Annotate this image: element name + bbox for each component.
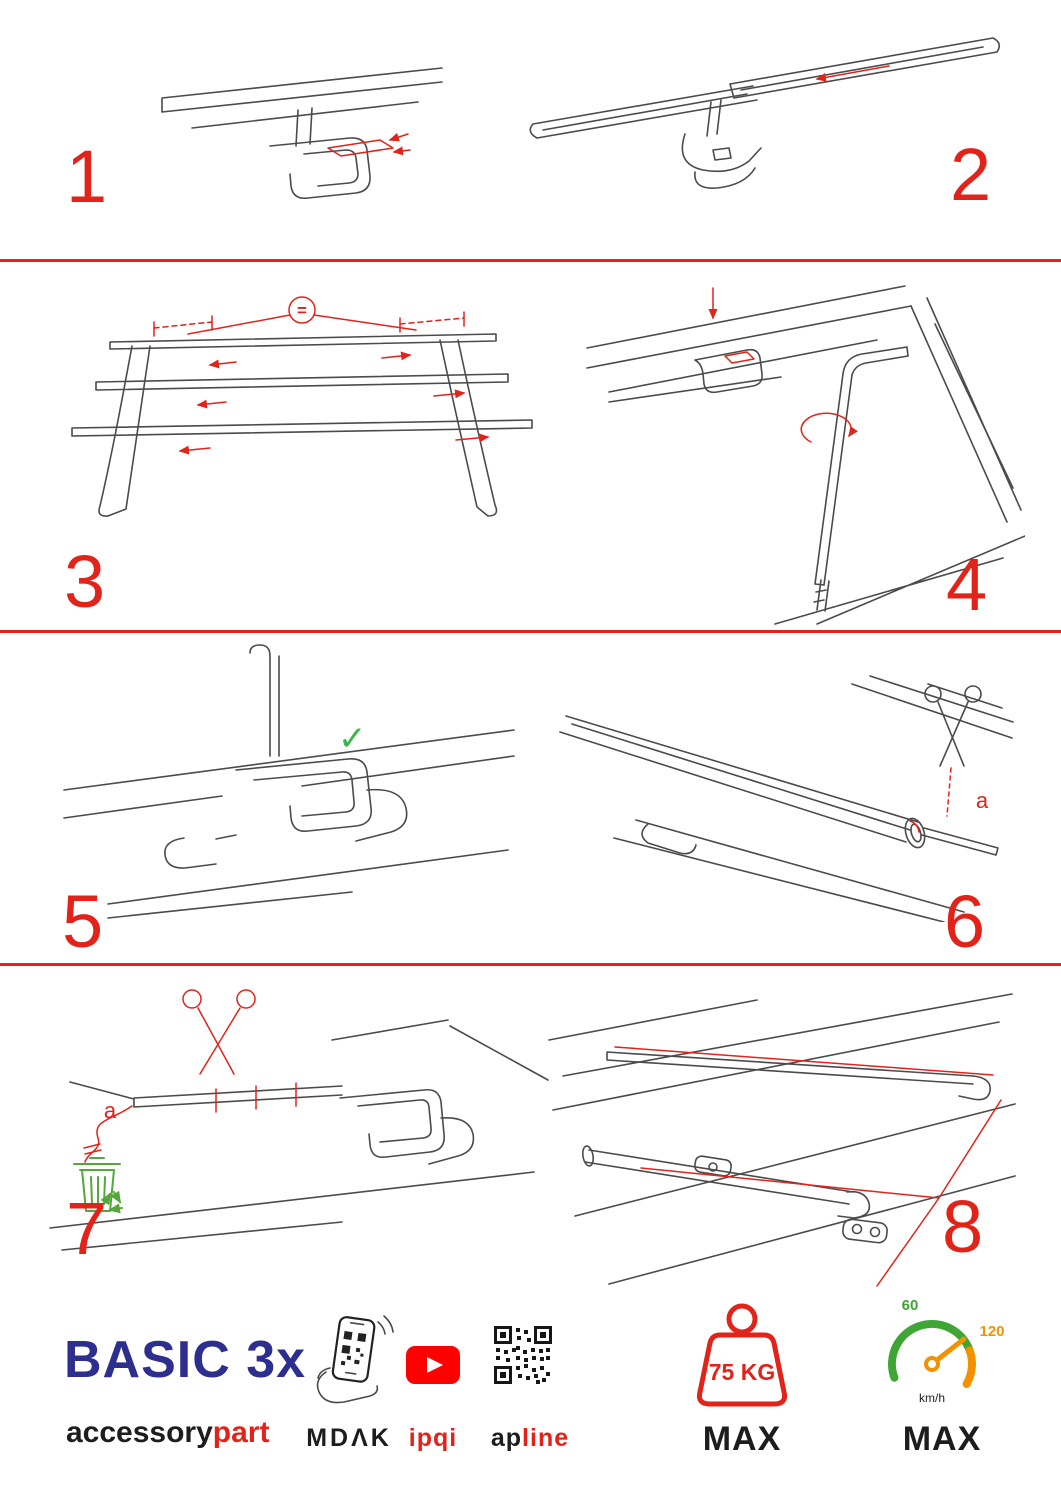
qr-code-icon (494, 1326, 552, 1384)
max-weight-label: MAX (702, 1420, 782, 1458)
section-divider-3 (0, 963, 1061, 966)
step-8-alignment-drawing (548, 993, 1016, 1287)
speedometer-icon: 60 120 km/h (888, 1297, 1005, 1405)
red-scissors-icon (197, 1007, 241, 1075)
step-2-bar-slide-drawing (529, 37, 1001, 189)
brand-wordmark: accessorypart (66, 1416, 269, 1450)
step-2-number: 2 (950, 133, 992, 216)
step-1-number: 1 (66, 135, 108, 218)
phone-scan-icon (316, 1315, 394, 1404)
step-7-trim-discard-drawing: a (49, 989, 549, 1251)
max-weight-icon: 75 KG (697, 1303, 787, 1407)
step-4-allen-key-drawing (586, 285, 1025, 625)
step-3-equal-spacing-drawing: = (71, 296, 533, 517)
max-weight-value: 75 KG (709, 1359, 775, 1385)
step-5-number: 5 (62, 880, 104, 963)
apline-red: line (522, 1424, 570, 1452)
cut-piece-label: a (104, 1098, 117, 1123)
apline-black: ap (490, 1424, 523, 1452)
brand-wordmark-black: accessory (66, 1416, 213, 1449)
scissors-icon (937, 701, 969, 767)
speed-high-value: 120 (979, 1323, 1004, 1340)
youtube-icon (406, 1346, 460, 1384)
step-8-number: 8 (942, 1185, 984, 1268)
cut-point-label: a (976, 788, 989, 813)
brand-wordmark-red: part (212, 1416, 270, 1449)
step-4-number: 4 (946, 543, 988, 626)
speed-low-value: 60 (902, 1297, 919, 1314)
partner-mdak-label: MDΛK (306, 1424, 392, 1452)
step-6-number: 6 (944, 880, 986, 963)
section-divider-1 (0, 259, 1061, 262)
equal-spacing-label: = (297, 301, 307, 320)
section-divider-2 (0, 630, 1061, 633)
step-3-number: 3 (64, 540, 106, 623)
step-5-pin-check-drawing: ✓ (63, 644, 515, 919)
partner-apline-label: apline (484, 1424, 576, 1453)
speed-unit-label: km/h (919, 1391, 945, 1405)
product-name: BASIC 3x (64, 1331, 307, 1389)
partner-ipqi-label: ipqi (408, 1424, 458, 1452)
max-speed-label: MAX (902, 1420, 982, 1458)
step-6-cut-strip-drawing: a (559, 675, 1014, 922)
trash-bin-icon (73, 1157, 123, 1214)
step-1-clamp-insert-drawing (161, 67, 443, 200)
step-7-number: 7 (66, 1187, 108, 1270)
